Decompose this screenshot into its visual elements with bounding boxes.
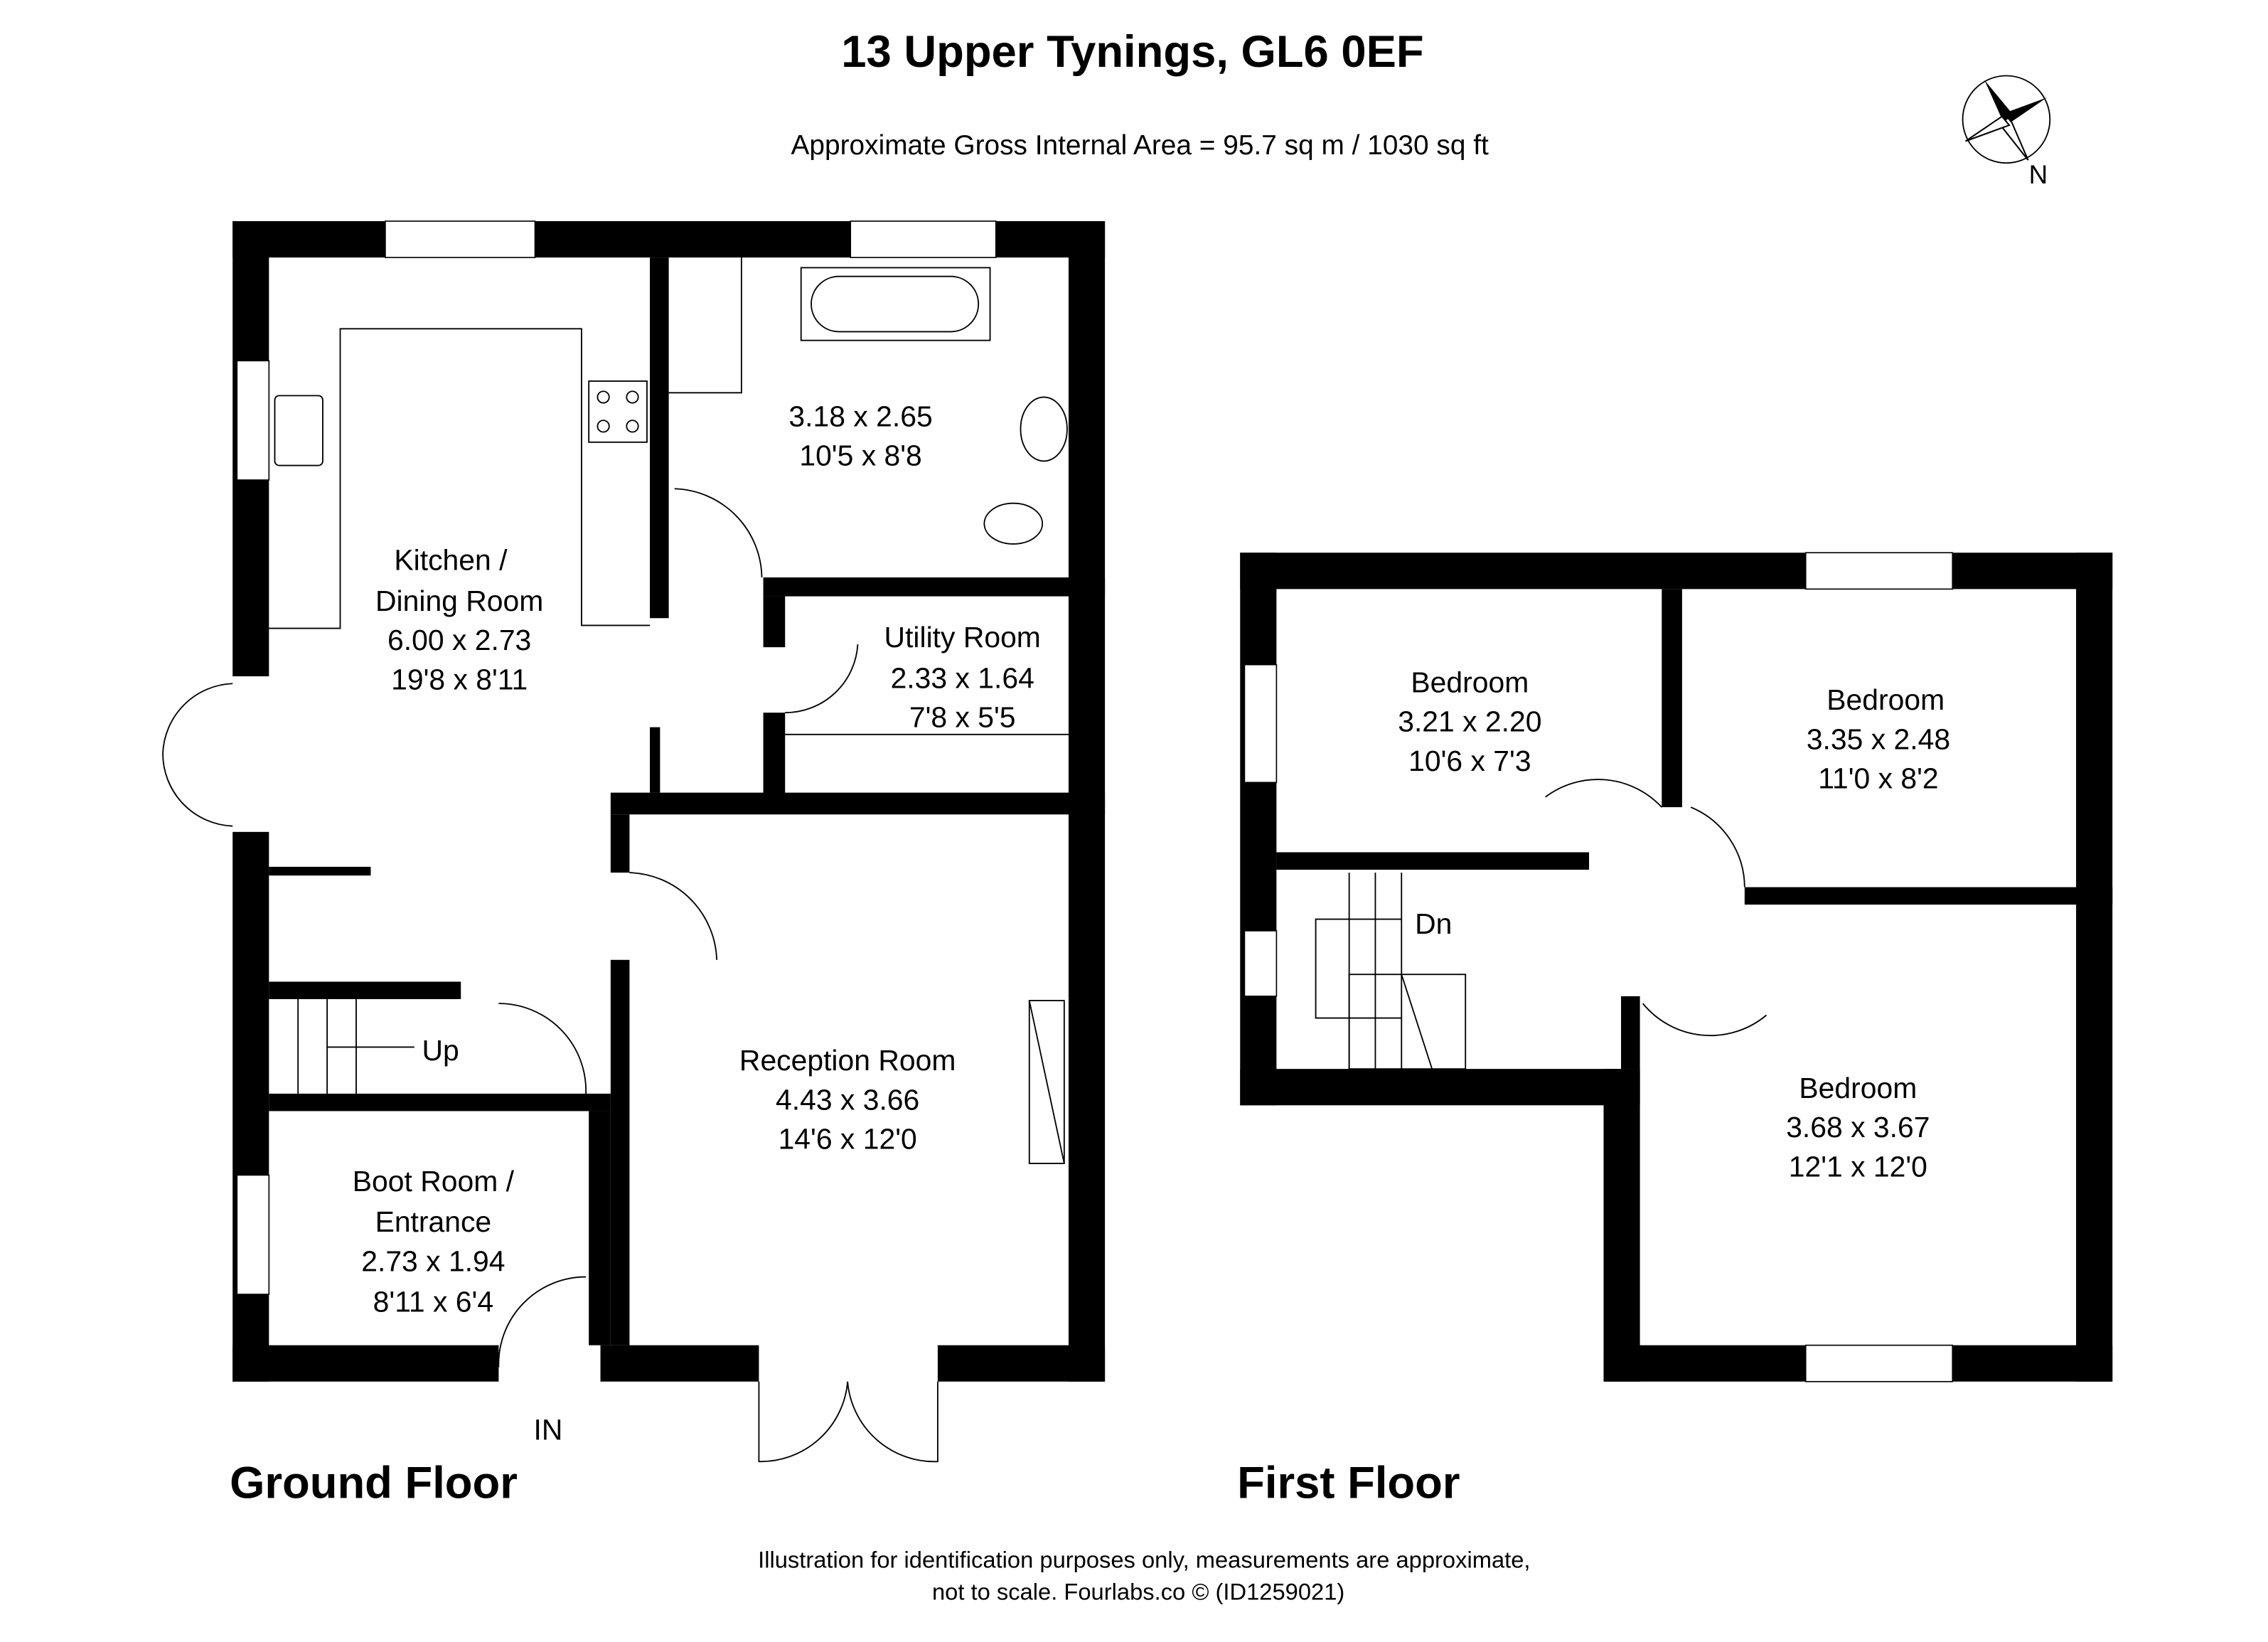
disclaimer-line-2: not to scale. Fourlabs.co © (ID1259021) bbox=[932, 1579, 1344, 1605]
room-metric: 2.33 x 1.64 bbox=[891, 661, 1034, 694]
gross-area: Approximate Gross Internal Area = 95.7 s… bbox=[791, 130, 1489, 161]
room-metric: 6.00 x 2.73 bbox=[387, 624, 531, 656]
room-name: Bedroom bbox=[1799, 1072, 1917, 1104]
room-imperial: 10'5 x 8'8 bbox=[799, 439, 921, 472]
room-name: Bedroom bbox=[1411, 666, 1529, 699]
page-title: 13 Upper Tynings, GL6 0EF bbox=[841, 27, 1423, 77]
ground-floor-label: Ground Floor bbox=[230, 1458, 518, 1508]
room-name: Bedroom bbox=[1826, 683, 1945, 716]
ground-floor-walls bbox=[232, 220, 1106, 1382]
first-floor-walls bbox=[1240, 552, 2113, 1382]
room-imperial: 11'0 x 8'2 bbox=[1818, 762, 1938, 794]
room-metric: 3.18 x 2.65 bbox=[788, 400, 932, 432]
room-imperial: 7'8 x 5'5 bbox=[909, 701, 1016, 734]
room-metric: 3.35 x 2.48 bbox=[1807, 723, 1950, 755]
room-name: Reception Room bbox=[739, 1044, 956, 1077]
room-metric: 4.43 x 3.66 bbox=[776, 1083, 919, 1116]
room-metric: 2.73 x 1.94 bbox=[361, 1244, 505, 1277]
room-name: Kitchen / bbox=[394, 544, 508, 577]
stairs-label: Dn bbox=[1415, 907, 1452, 940]
compass-icon: N bbox=[1962, 75, 2051, 189]
room-name: Entrance bbox=[375, 1205, 492, 1238]
stairs-label: Up bbox=[422, 1034, 459, 1067]
ground-floor-fixtures bbox=[162, 257, 1069, 1463]
room-imperial: 19'8 x 8'11 bbox=[391, 663, 528, 695]
room-imperial: 8'11 x 6'4 bbox=[373, 1286, 493, 1318]
room-name: Dining Room bbox=[375, 585, 543, 617]
room-imperial: 10'6 x 7'3 bbox=[1408, 745, 1531, 777]
room-metric: 3.68 x 3.67 bbox=[1786, 1111, 1930, 1143]
first-floor-fixtures bbox=[1315, 779, 1767, 1070]
room-metric: 3.21 x 2.20 bbox=[1398, 705, 1541, 738]
room-imperial: 14'6 x 12'0 bbox=[779, 1123, 917, 1156]
entrance-label: IN bbox=[533, 1414, 562, 1446]
room-name: Utility Room bbox=[884, 621, 1041, 654]
disclaimer-line-1: Illustration for identification purposes… bbox=[758, 1547, 1530, 1573]
room-name: Boot Room / bbox=[353, 1165, 515, 1198]
first-floor-label: First Floor bbox=[1237, 1458, 1460, 1508]
room-imperial: 12'1 x 12'0 bbox=[1789, 1150, 1927, 1183]
compass-label: N bbox=[2029, 160, 2048, 189]
